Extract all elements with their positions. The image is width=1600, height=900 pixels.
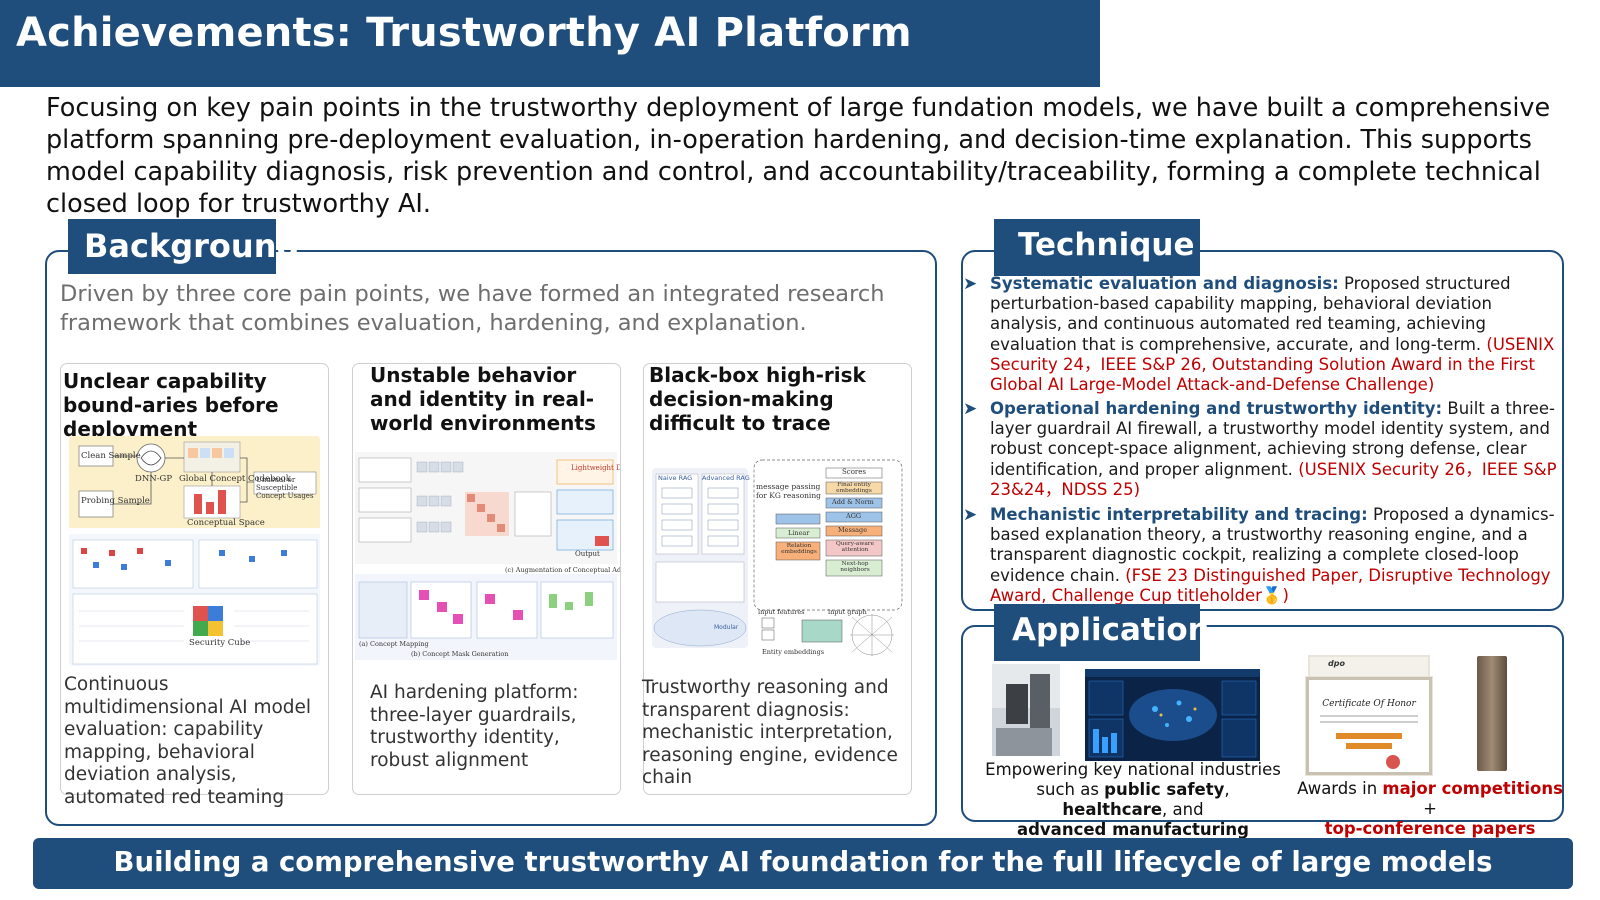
figure-hardening-platform: Lightweight Deployment Output (a) Concep… — [353, 452, 620, 662]
technique-panel — [961, 250, 1564, 611]
figure-label: Output — [575, 550, 600, 558]
title-bar: Achievements: Trustworthy AI Platform — [0, 0, 1100, 87]
technique-heading: Mechanistic interpretability and tracing… — [990, 505, 1368, 524]
figure-label: (b) Concept Mask Generation — [411, 650, 509, 658]
card-title: Unstable behavior and identity in real-w… — [370, 363, 596, 435]
application-tab: Application — [994, 604, 1210, 661]
figure-label: Message — [838, 526, 868, 534]
figure-label: AGG — [846, 512, 862, 520]
figure-label: Relation embeddings — [781, 543, 817, 555]
technique-item-evaluation: Systematic evaluation and diagnosis: Pro… — [990, 274, 1562, 395]
page-title: Achievements: Trustworthy AI Platform — [16, 10, 912, 56]
technique-tab: Technique — [994, 219, 1200, 276]
footer-banner: Building a comprehensive trustworthy AI … — [33, 838, 1573, 889]
figure-label: Conceptual Space — [187, 518, 265, 528]
figure-label: Clean Sample — [81, 451, 141, 461]
technique-references: (FSE 23 Distinguished Paper, Disruptive … — [990, 565, 1551, 605]
figure-label: Linear — [788, 529, 810, 537]
figure-label: Scores — [842, 468, 867, 476]
card-description: AI hardening platform: three-layer guard… — [370, 682, 579, 771]
dashboard-screen-image — [1085, 669, 1260, 761]
hardening-diagram — [355, 452, 617, 660]
arrow-bullet-icon: ➤ — [963, 505, 978, 525]
reasoning-diagram — [652, 459, 903, 656]
figure-label: Probing Sample — [81, 496, 150, 506]
figure-label: Unusual or Susceptible Concept Usages — [256, 476, 314, 500]
figure-label: Add & Norm — [832, 498, 874, 506]
background-tab: Background — [68, 219, 299, 274]
card-title: Unclear capability bound-aries before de… — [63, 369, 279, 441]
card-unstable-behavior: Unstable behavior and identity in real-w… — [352, 363, 621, 795]
lab-equipment-photo — [992, 664, 1060, 756]
figure-label: (a) Concept Mapping — [359, 640, 429, 648]
figure-label: Next-hop neighbors — [840, 561, 870, 573]
figure-label: Security Cube — [189, 638, 251, 648]
technique-heading: Systematic evaluation and diagnosis: — [990, 274, 1339, 293]
card-title: Black-box high-risk decision-making diff… — [649, 363, 866, 435]
technique-item-hardening: Operational hardening and trustworthy id… — [990, 399, 1562, 500]
figure-reasoning-engine: Naive RAG Advanced RAG Modular message p… — [650, 452, 905, 662]
arrow-bullet-icon: ➤ — [963, 399, 978, 419]
figure-label: Lightweight Deployment — [571, 464, 620, 472]
technique-item-interpretability: Mechanistic interpretability and tracing… — [990, 505, 1562, 606]
intro-paragraph: Focusing on key pain points in the trust… — [46, 93, 1551, 219]
figure-label: Entity embeddings — [762, 648, 825, 656]
figure-label: Advanced RAG — [702, 474, 750, 482]
technique-references: (USENIX Security 26，IEEE S&P 23&24，NDSS … — [990, 459, 1557, 499]
technique-body: Built a three-layer guardrail AI firewal… — [990, 399, 1556, 479]
figure-label: Naive RAG — [658, 474, 693, 482]
figure-label: (c) Augmentation of Conceptual Adversari… — [505, 566, 620, 574]
card-description: Trustworthy reasoning and transparent di… — [642, 677, 898, 788]
figure-label: input graph — [828, 608, 867, 616]
technique-body: Proposed a dynamics-based explanation th… — [990, 505, 1555, 585]
technique-heading: Operational hardening and trustworthy id… — [990, 399, 1443, 418]
figure-label: Modular — [714, 624, 739, 631]
technique-references: (USENIX Security 24，IEEE S&P 26, Outstan… — [990, 334, 1555, 395]
arrow-bullet-icon: ➤ — [963, 274, 978, 294]
evaluation-diagram — [69, 436, 320, 666]
award-trophy-image — [1477, 656, 1507, 771]
application-industries-caption: Empowering key national industries such … — [985, 760, 1281, 839]
background-lead: Driven by three core pain points, we hav… — [60, 281, 885, 336]
award-certificate-image: dpo Certificate Of Honor — [1306, 655, 1432, 775]
card-description: Continuous multidimensional AI model eva… — [64, 674, 312, 808]
certificate-title: Certificate Of Honor — [1322, 699, 1416, 709]
footer-text: Building a comprehensive trustworthy AI … — [113, 846, 1493, 878]
figure-label: Global Concept Codebook — [179, 474, 291, 484]
figure-capability-evaluation: Clean Sample DNN-GP Global Concept Codeb… — [69, 436, 320, 666]
figure-label: input features — [758, 608, 805, 616]
application-awards-caption: Awards in major competitions + top-confe… — [1297, 779, 1563, 838]
figure-label: DNN-GP — [135, 474, 173, 484]
figure-label: Query-aware attention — [836, 541, 874, 553]
card-capability-boundaries: Unclear capability bound-aries before de… — [60, 363, 329, 808]
card-black-box-decision: Black-box high-risk decision-making diff… — [642, 363, 912, 795]
technique-body: Proposed structured perturbation-based c… — [990, 274, 1511, 354]
figure-label: message passing for KG reasoning — [756, 482, 821, 500]
figure-label: Final entity embeddings — [836, 482, 872, 494]
